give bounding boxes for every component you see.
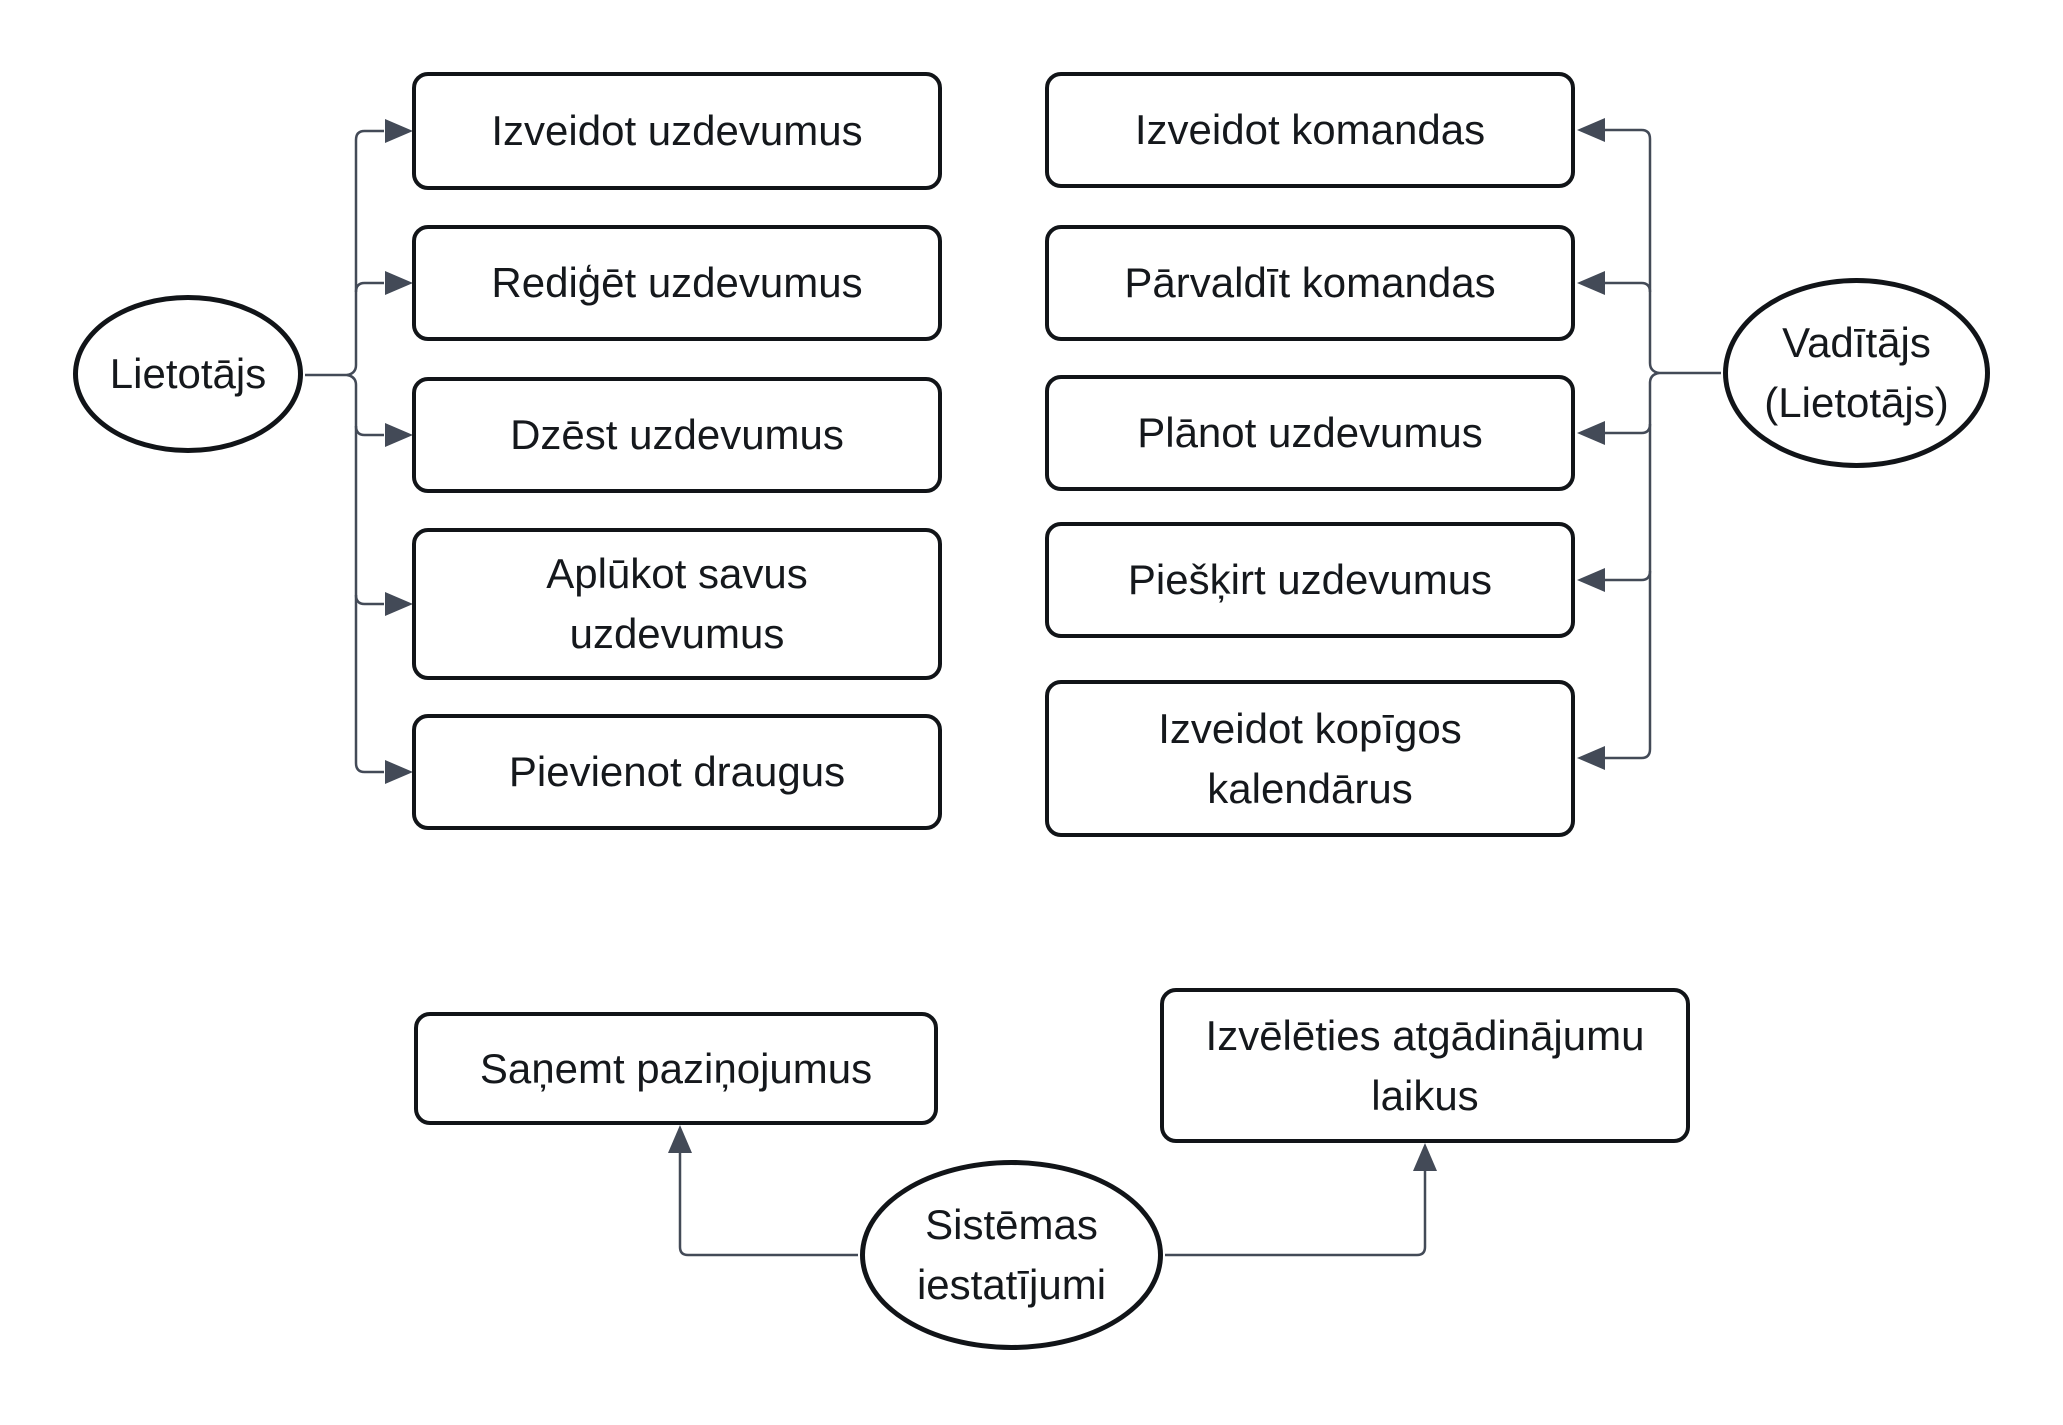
connector-user-trunk-up	[346, 129, 384, 377]
actor-system-settings[interactable]: Sistēmas iestatījumi	[860, 1160, 1163, 1350]
usecase-create-tasks[interactable]: Izveidot uzdevumus	[412, 72, 942, 190]
connector-user-branch-2	[354, 281, 384, 293]
usecase-label: Pievienot draugus	[508, 748, 846, 796]
actor-system-settings-label: Sistēmas iestatījumi	[916, 1201, 1107, 1308]
arrowhead-icon	[1577, 568, 1605, 592]
arrowhead-icon	[385, 592, 413, 616]
connector-user-branch-4	[354, 594, 384, 606]
usecase-create-shared-calendars[interactable]: Izveidot kopīgos kalendārus	[1045, 680, 1575, 837]
usecase-manage-teams[interactable]: Pārvaldīt komandas	[1045, 225, 1575, 341]
usecase-plan-tasks[interactable]: Plānot uzdevumus	[1045, 375, 1575, 491]
actor-manager-label: Vadītājs (Lietotājs)	[1764, 319, 1949, 426]
usecase-label: Dzēst uzdevumus	[510, 411, 844, 459]
usecase-view-own-tasks[interactable]: Aplūkot savus uzdevumus	[412, 528, 942, 680]
usecase-label: Piešķirt uzdevumus	[1127, 556, 1493, 604]
connector-manager-branch-2	[1605, 281, 1652, 293]
connector-user-branch-3	[354, 425, 384, 437]
usecase-receive-notifications[interactable]: Saņemt paziņojumus	[414, 1012, 938, 1125]
arrowhead-icon	[1577, 118, 1605, 142]
arrowhead-icon	[1577, 746, 1605, 770]
usecase-delete-tasks[interactable]: Dzēst uzdevumus	[412, 377, 942, 493]
arrowhead-icon	[385, 423, 413, 447]
actor-manager[interactable]: Vadītājs (Lietotājs)	[1723, 278, 1990, 468]
usecase-label: Rediģēt uzdevumus	[491, 259, 863, 307]
usecase-label: Plānot uzdevumus	[1137, 409, 1483, 457]
usecase-label: Saņemt paziņojumus	[479, 1044, 873, 1092]
actor-user-label: Lietotājs	[109, 350, 267, 398]
usecase-label: Izveidot komandas	[1134, 106, 1486, 154]
usecase-add-friends[interactable]: Pievienot draugus	[412, 714, 942, 830]
arrowhead-icon	[385, 119, 413, 143]
usecase-label: Pārvaldīt komandas	[1124, 259, 1496, 307]
usecase-create-teams[interactable]: Izveidot komandas	[1045, 72, 1575, 188]
usecase-edit-tasks[interactable]: Rediģēt uzdevumus	[412, 225, 942, 341]
connector-manager-branch-3	[1605, 423, 1652, 435]
arrowhead-icon	[1577, 421, 1605, 445]
arrowhead-icon	[668, 1125, 692, 1153]
usecase-choose-reminder-times[interactable]: Izvēlēties atgādinājumu laikus	[1160, 988, 1690, 1143]
usecase-label: Izvēlēties atgādinājumu laikus	[1205, 1011, 1645, 1119]
connector-settings-right	[1165, 1171, 1427, 1257]
arrowhead-icon	[1413, 1143, 1437, 1171]
usecase-label: Izveidot uzdevumus	[491, 107, 863, 155]
connector-manager-trunk-down	[1605, 371, 1660, 760]
connector-settings-left	[678, 1153, 858, 1257]
actor-user[interactable]: Lietotājs	[73, 295, 303, 453]
usecase-label: Aplūkot savus uzdevumus	[546, 550, 808, 657]
arrowhead-icon	[385, 760, 413, 784]
usecase-assign-tasks[interactable]: Piešķirt uzdevumus	[1045, 522, 1575, 638]
connector-manager-branch-4	[1605, 570, 1652, 582]
arrowhead-icon	[385, 271, 413, 295]
connector-user-trunk-down	[346, 373, 384, 774]
usecase-label: Izveidot kopīgos kalendārus	[1158, 704, 1462, 812]
connector-manager-trunk-up	[1605, 128, 1660, 375]
arrowhead-icon	[1577, 271, 1605, 295]
